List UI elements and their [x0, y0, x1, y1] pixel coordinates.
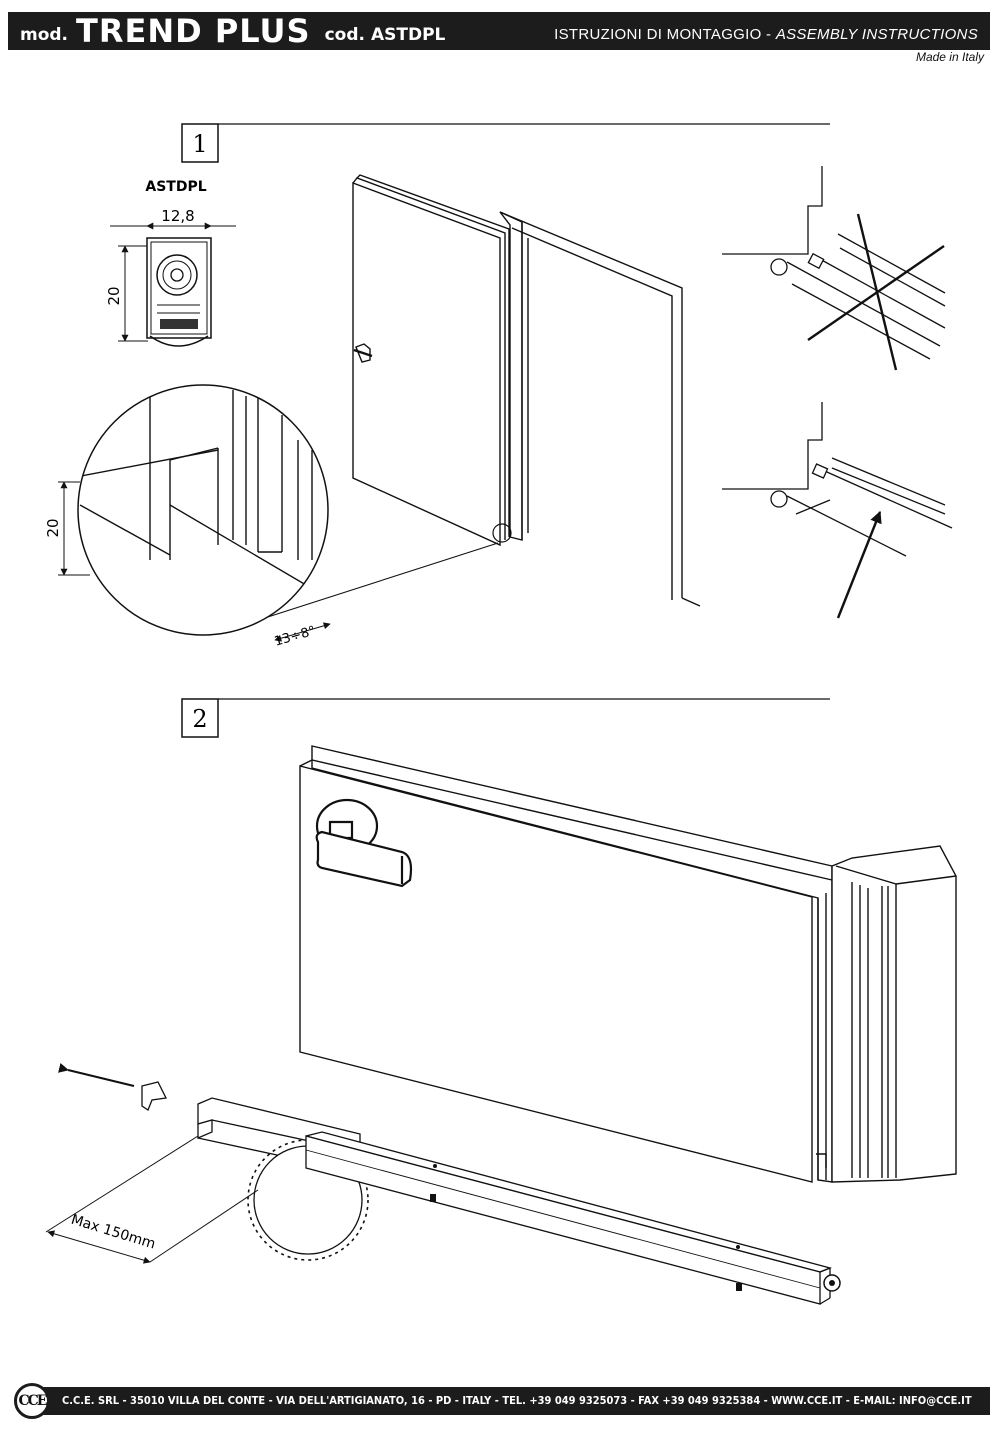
model-name: TREND PLUS [76, 12, 311, 50]
model-title: mod. TREND PLUS cod. ASTDPL [20, 12, 445, 50]
door-panel [299, 745, 957, 1183]
step2-section: 2 [45, 698, 957, 1305]
step2-number-box [181, 698, 219, 738]
product-code: ASTDPL [370, 25, 446, 45]
cce-logo: CCE [14, 1383, 50, 1419]
door-illustration [352, 174, 701, 607]
door-handle [315, 798, 413, 888]
instructions-it: ISTRUZIONI DI MONTAGGIO - [554, 26, 776, 43]
step1-section: 1 ASTDPL 12,8 20 [44, 123, 953, 650]
wrong-install-detail [722, 166, 946, 371]
detail-gap-dim: 13÷8° [273, 624, 318, 650]
end-cap [141, 1081, 167, 1111]
detail-height-dim: 20 [44, 518, 62, 537]
instructions-en: ASSEMBLY INSTRUCTIONS [775, 26, 978, 43]
profile-section: ASTDPL 12,8 20 [105, 179, 236, 347]
step1-number: 1 [192, 130, 207, 158]
profile-height-dim: 20 [105, 286, 123, 305]
correct-install-detail [722, 402, 953, 619]
detail-circle: 20 13÷8° [44, 384, 499, 650]
step1-number-box [181, 123, 219, 163]
header-bar: mod. TREND PLUS cod. ASTDPL ISTRUZIONI D… [8, 12, 990, 50]
footer: CCE C.C.E. SRL - 35010 VILLA DEL CONTE -… [14, 1383, 990, 1419]
mod-prefix: mod. [20, 25, 69, 45]
footer-contact: C.C.E. SRL - 35010 VILLA DEL CONTE - VIA… [40, 1387, 990, 1415]
made-in-label: Made in Italy [915, 50, 984, 64]
instructions-title: ISTRUZIONI DI MONTAGGIO - ASSEMBLY INSTR… [554, 26, 978, 43]
max-cut-label: Max 150mm [69, 1212, 157, 1253]
profile-label: ASTDPL [145, 179, 206, 195]
step2-number: 2 [192, 705, 207, 733]
profile-width-dim: 12,8 [161, 207, 194, 225]
cod-prefix: cod. [324, 25, 365, 45]
